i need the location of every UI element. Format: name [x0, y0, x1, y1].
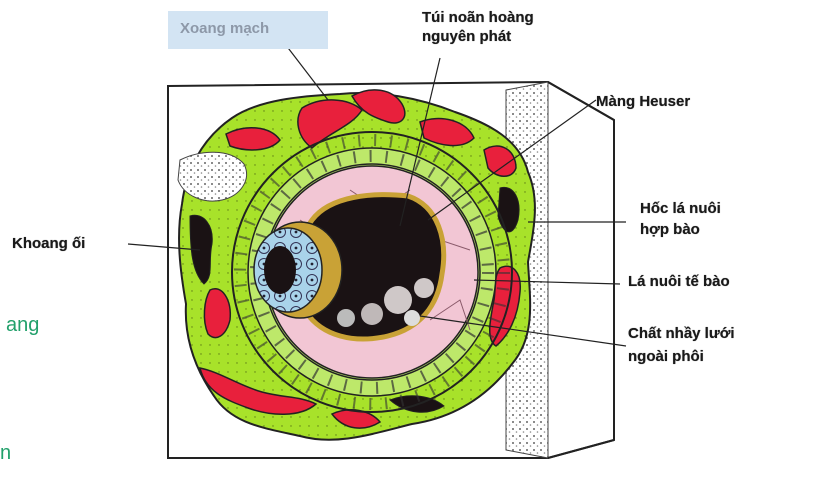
side-text-b: n — [0, 442, 11, 465]
label-tui-noan-line2: nguyên phát — [422, 27, 534, 46]
label-hoc-la-line2: hợp bào — [640, 219, 721, 240]
amniotic-cavity — [254, 222, 342, 318]
label-mang-heuser: Màng Heuser — [596, 92, 690, 111]
label-la-nuoi-te-bao: Lá nuôi tế bào — [628, 272, 730, 291]
label-chat-nhay: Chất nhầy lưới ngoài phôi — [628, 322, 735, 368]
label-tui-noan-line1: Túi noãn hoàng — [422, 8, 534, 27]
label-chat-nhay-line2: ngoài phôi — [628, 345, 735, 368]
label-khoang-oi: Khoang ối — [12, 234, 85, 253]
label-hoc-la-nuoi: Hốc lá nuôi hợp bào — [640, 198, 721, 240]
label-xoang-mach: Xoang mạch — [180, 20, 269, 37]
label-xoang-mach-highlight: Xoang mạch — [168, 11, 328, 49]
label-chat-nhay-line1: Chất nhầy lưới — [628, 322, 735, 345]
label-tui-noan-hoang: Túi noãn hoàng nguyên phát — [422, 8, 534, 46]
side-text-a: ang — [6, 314, 39, 337]
label-hoc-la-line1: Hốc lá nuôi — [640, 198, 721, 219]
